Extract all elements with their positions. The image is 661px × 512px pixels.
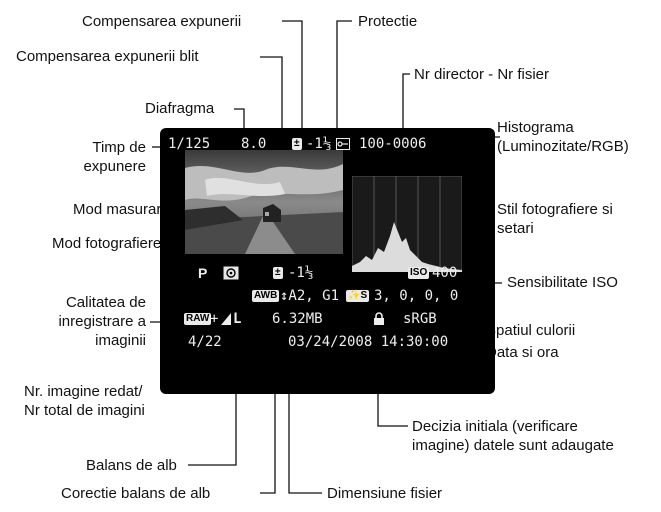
key-icon — [336, 138, 350, 150]
label-wb-correction: Corectie balans de alb — [61, 485, 211, 502]
label-metering-mode: Mod masurare — [73, 201, 170, 218]
label-flash-compensation: Compensarea expunerii blit — [16, 48, 199, 65]
picture-style-icon: ✨S — [346, 290, 370, 302]
label-histogram-line2: (Luminozitate/RGB) — [497, 138, 629, 155]
label-picture-style: Stil fotografiere si setari — [497, 200, 613, 238]
raw-icon: RAW — [184, 313, 212, 325]
label-verification-data: Decizia initiala (verificare imagine) da… — [412, 417, 614, 455]
folder-file-value: 100-0006 — [359, 136, 427, 152]
shutter-speed-value: 1/125 — [168, 136, 211, 152]
label-color-space: Spatiul culorii — [486, 322, 576, 339]
label-exposure-compensation: Compensarea expunerii — [82, 13, 242, 30]
color-space-value: sRGB — [403, 311, 437, 327]
label-image-count-line1: Nr. imagine redat/ — [24, 383, 143, 400]
label-folder-file-number: Nr director - Nr fisier — [414, 66, 550, 83]
histogram-graph — [351, 175, 463, 273]
iso-icon: ISO — [408, 267, 430, 279]
wb-correction-value: ↕A2, G1 — [280, 288, 340, 304]
label-verification-line1: Decizia initiala (verificare — [412, 418, 578, 435]
label-date-time: Data si ora — [486, 344, 559, 361]
file-size-value: 6.32MB — [272, 311, 323, 327]
flash-comp-value: -1⅓ — [288, 265, 314, 281]
aperture-value: 8.0 — [241, 136, 267, 152]
picture-style-values: 3, 0, 0, 0 — [374, 288, 459, 304]
label-iso: Sensibilitate ISO — [507, 274, 618, 291]
label-image-count-line2: Nr total de imagini — [24, 402, 145, 419]
label-shutter-line2: expunere — [83, 158, 146, 175]
label-histogram: Histograma (Luminozitate/RGB) — [497, 118, 629, 156]
flash-comp-icon: ± — [273, 267, 283, 279]
quality-size-value: L — [233, 311, 242, 327]
label-protection: Protectie — [358, 13, 418, 30]
label-histogram-line1: Histograma — [497, 119, 574, 136]
lock-icon — [374, 312, 384, 325]
label-shooting-mode: Mod fotografiere — [52, 235, 162, 252]
awb-icon: AWB — [252, 290, 280, 302]
iso-value: 400 — [432, 265, 458, 281]
label-aperture: Diafragma — [145, 100, 215, 117]
label-quality-line1: Calitatea de — [65, 294, 146, 311]
label-shutter-line1: Timp de — [92, 139, 146, 156]
label-recording-quality: Calitatea de inregistrare a imaginii — [30, 293, 146, 350]
label-white-balance: Balans de alb — [86, 457, 177, 474]
image-count-value: 4/22 — [188, 334, 222, 350]
shooting-mode-value: P — [198, 265, 208, 281]
label-image-count: Nr. imagine redat/ Nr total de imagini — [24, 382, 145, 420]
exposure-comp-icon: ± — [292, 138, 302, 150]
label-picture-style-line1: Stil fotografiere si — [497, 201, 613, 218]
camera-lcd-screen: 1/125 8.0 ± -1⅓ 100-0006 — [160, 128, 495, 394]
exposure-comp-value: -1⅓ — [306, 136, 332, 152]
label-verification-line2: imagine) datele sunt adaugate — [412, 437, 614, 454]
plus-sign: + — [210, 311, 219, 327]
label-picture-style-line2: setari — [497, 220, 534, 237]
label-quality-line3: imaginii — [95, 332, 146, 349]
date-time-value: 03/24/2008 14:30:00 — [288, 334, 449, 350]
label-file-size: Dimensiune fisier — [327, 485, 443, 502]
label-shutter-speed: Timp de expunere — [62, 138, 146, 176]
quality-wedge-icon — [221, 313, 231, 325]
metering-icon — [223, 266, 239, 280]
label-quality-line2: inregistrare a — [58, 313, 146, 330]
photo-thumbnail — [185, 150, 343, 254]
